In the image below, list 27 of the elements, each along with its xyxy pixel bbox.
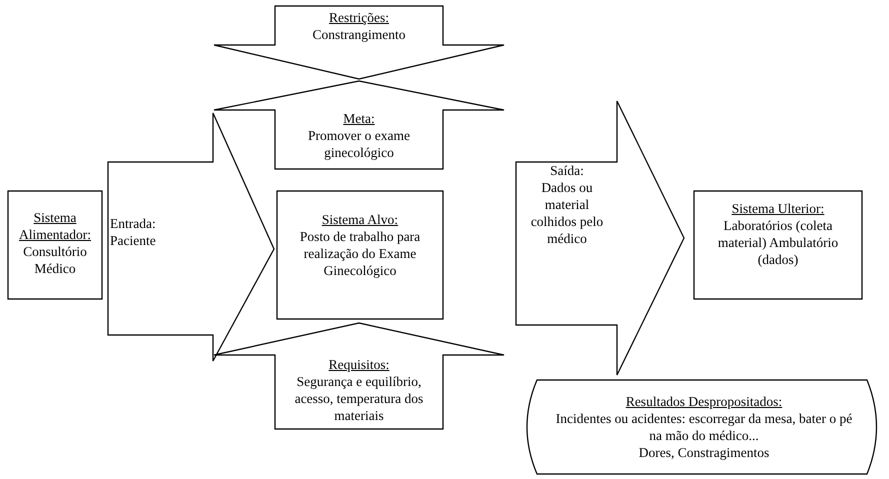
- heading-text: Sistema Alvo:: [320, 211, 400, 228]
- system-box: [693, 190, 863, 300]
- system-box: [276, 190, 444, 320]
- arrow-shaped-text-box: [515, 100, 685, 376]
- arrow-shaped-text-box: [107, 112, 275, 362]
- arrow-shaped-text-box: [213, 80, 505, 170]
- heading-text: Requisitos:: [328, 356, 390, 373]
- body-text: Constrangimento: [312, 26, 406, 43]
- heading-text: Resultados Despropositados:: [624, 393, 784, 410]
- heading-text: Entrada:: [110, 215, 157, 232]
- body-text: Consultório Médico: [22, 243, 88, 277]
- heading-text: Restrições:: [328, 9, 390, 26]
- body-text: Posto de trabalho para realização do Exame Ginecológico: [298, 228, 422, 279]
- body-text: Promover o exame ginecológico: [307, 127, 411, 161]
- heading-text: Saída:: [549, 162, 585, 179]
- body-text: Paciente: [110, 232, 157, 249]
- heading-text: Sistema Ulterior:: [730, 200, 826, 217]
- body-text: Laboratórios (coleta material) Ambulatório (dados): [716, 217, 840, 268]
- arrow-shaped-text-box: [213, 322, 505, 430]
- arrow-shaped-text-box: [213, 5, 505, 80]
- heading-text: Meta:: [342, 110, 376, 127]
- body-text: Segurança e equilíbrio, acesso, temperatura dos materiais: [294, 373, 424, 424]
- body-text: Dores, Constragimentos: [638, 444, 770, 461]
- body-text: Dados ou material colhidos pelo médico: [530, 179, 604, 247]
- system-box: [7, 190, 103, 300]
- heading-text: Sistema Alimentador:: [18, 209, 92, 243]
- body-text: Incidentes ou acidentes: escorregar da mesa, bater o pé na mão do médico...: [554, 410, 854, 444]
